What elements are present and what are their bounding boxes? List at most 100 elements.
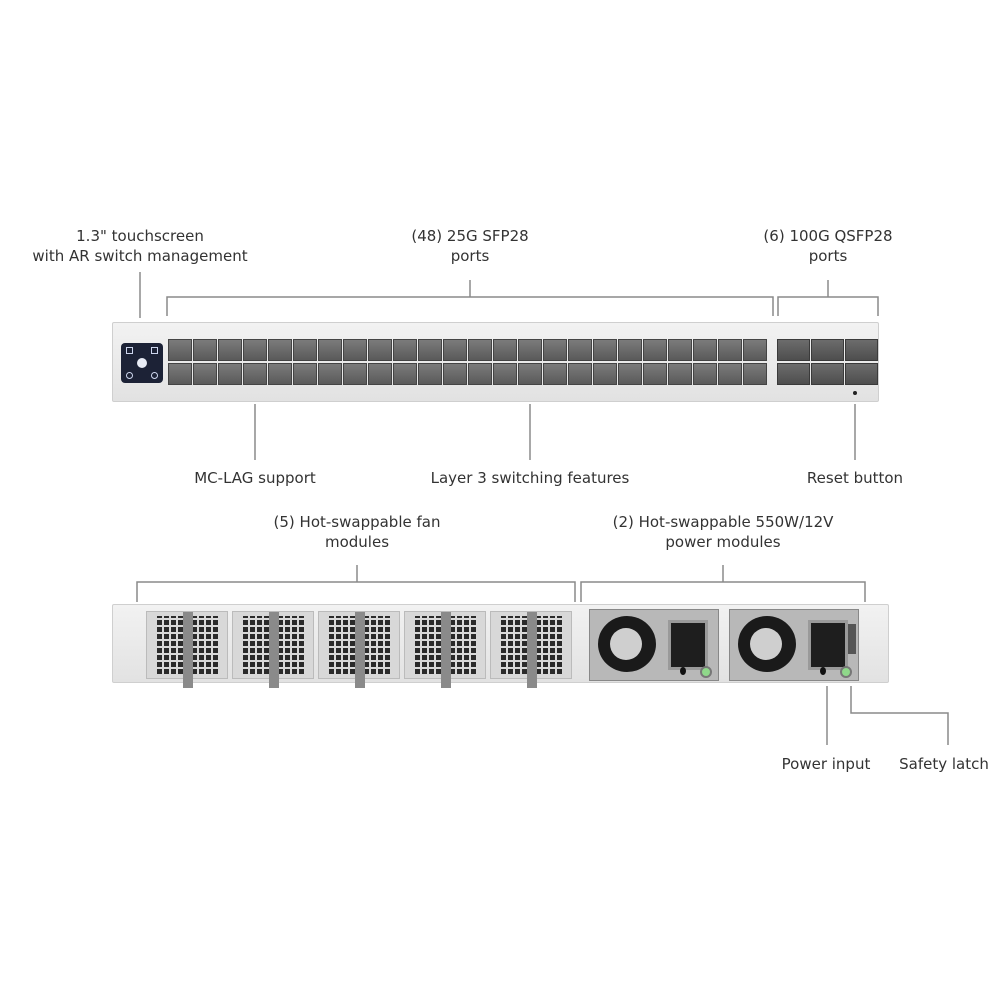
qsfp28-port[interactable] — [811, 339, 844, 361]
qsfp28-port[interactable] — [845, 339, 878, 361]
sfp28-port[interactable] — [168, 363, 192, 385]
sfp28-port[interactable] — [193, 339, 217, 361]
fan-module[interactable] — [404, 611, 486, 688]
sfp28-port[interactable] — [593, 339, 617, 361]
fan-module[interactable] — [318, 611, 400, 688]
sfp28-port[interactable] — [668, 363, 692, 385]
sfp28-port[interactable] — [393, 339, 417, 361]
psu-status-led — [840, 666, 852, 678]
sfp28-port[interactable] — [668, 339, 692, 361]
sfp28-ports — [168, 339, 767, 385]
sfp28-port[interactable] — [393, 363, 417, 385]
power-input-socket[interactable] — [668, 620, 708, 670]
sfp28-port[interactable] — [468, 363, 492, 385]
screen-icon — [151, 372, 158, 379]
qsfp28-port[interactable] — [845, 363, 878, 385]
sfp28-port[interactable] — [493, 363, 517, 385]
sfp28-port[interactable] — [218, 363, 242, 385]
port-column — [493, 339, 517, 385]
mclag-label: MC-LAG support — [194, 469, 316, 487]
power-module[interactable] — [729, 609, 859, 681]
sfp28-port[interactable] — [368, 363, 392, 385]
qsfp28-port[interactable] — [777, 339, 810, 361]
safety-latch-label: Safety latch — [899, 755, 989, 773]
port-column — [168, 339, 192, 385]
qsfp28-port[interactable] — [777, 363, 810, 385]
touchscreen[interactable] — [121, 343, 163, 383]
sfp28-port[interactable] — [543, 339, 567, 361]
sfp28-port[interactable] — [243, 363, 267, 385]
sfp28-port[interactable] — [568, 363, 592, 385]
sfp28-port[interactable] — [743, 363, 767, 385]
sfp28-port[interactable] — [443, 363, 467, 385]
sfp28-port[interactable] — [718, 363, 742, 385]
sfp28-port[interactable] — [468, 339, 492, 361]
sfp28-port[interactable] — [293, 363, 317, 385]
sfp28-port[interactable] — [518, 363, 542, 385]
sfp28-port[interactable] — [643, 339, 667, 361]
port-column — [845, 339, 878, 385]
sfp28-port[interactable] — [593, 363, 617, 385]
sfp28-port[interactable] — [618, 339, 642, 361]
switch-front-panel — [112, 322, 879, 402]
sfp28-port[interactable] — [268, 363, 292, 385]
fan-handle[interactable] — [527, 612, 537, 688]
port-column — [718, 339, 742, 385]
fan-handle[interactable] — [441, 612, 451, 688]
sfp28-port[interactable] — [368, 339, 392, 361]
fan-module[interactable] — [490, 611, 572, 688]
sfp28-port[interactable] — [218, 339, 242, 361]
port-column — [811, 339, 844, 385]
port-column — [743, 339, 767, 385]
fan-module[interactable] — [232, 611, 314, 688]
sfp28-port[interactable] — [643, 363, 667, 385]
sfp28-port[interactable] — [418, 363, 442, 385]
screen-center-icon — [137, 358, 147, 368]
sfp28-port[interactable] — [293, 339, 317, 361]
screen-icon — [126, 372, 133, 379]
port-column — [193, 339, 217, 385]
sfp28-port[interactable] — [443, 339, 467, 361]
safety-latch[interactable] — [848, 624, 856, 654]
sfp28-port[interactable] — [343, 363, 367, 385]
sfp28-port[interactable] — [543, 363, 567, 385]
sfp28-port[interactable] — [243, 339, 267, 361]
psu-status-led — [700, 666, 712, 678]
reset-button[interactable] — [853, 391, 857, 395]
sfp28-port[interactable] — [168, 339, 192, 361]
fan-module[interactable] — [146, 611, 228, 688]
sfp28-port[interactable] — [343, 339, 367, 361]
qsfp28-port[interactable] — [811, 363, 844, 385]
power-input-label: Power input — [781, 755, 871, 773]
psu-hole — [820, 667, 826, 675]
sfp28-port[interactable] — [693, 363, 717, 385]
psu-fan-icon — [738, 616, 796, 672]
sfp28-port[interactable] — [743, 339, 767, 361]
power-input-socket[interactable] — [808, 620, 848, 670]
sfp28-port[interactable] — [693, 339, 717, 361]
sfp28-port[interactable] — [518, 339, 542, 361]
fan-handle[interactable] — [183, 612, 193, 688]
sfp28-port[interactable] — [418, 339, 442, 361]
sfp28-port[interactable] — [318, 363, 342, 385]
sfp28-port[interactable] — [268, 339, 292, 361]
port-column — [468, 339, 492, 385]
sfp28-port[interactable] — [718, 339, 742, 361]
sfp28-port[interactable] — [493, 339, 517, 361]
port-column — [618, 339, 642, 385]
fan-handle[interactable] — [355, 612, 365, 688]
sfp28-port[interactable] — [193, 363, 217, 385]
sfp28-port[interactable] — [568, 339, 592, 361]
reset-button-label: Reset button — [806, 469, 904, 487]
psu-hole — [680, 667, 686, 675]
fan-handle[interactable] — [269, 612, 279, 688]
sfp28-port[interactable] — [618, 363, 642, 385]
port-column — [268, 339, 292, 385]
power-module[interactable] — [589, 609, 719, 681]
screen-icon — [126, 347, 133, 354]
sfp28-port[interactable] — [318, 339, 342, 361]
